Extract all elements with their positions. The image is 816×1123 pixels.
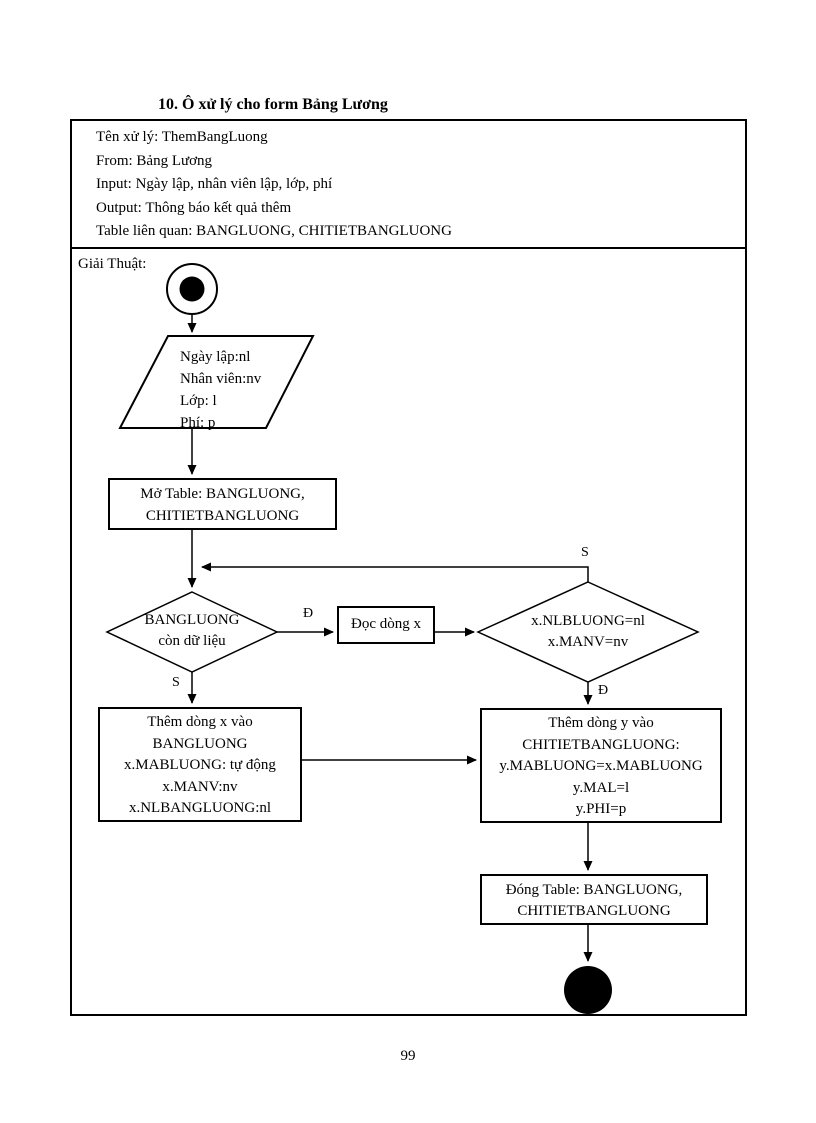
add-x-line: x.MANV:nv [162,778,238,795]
input-parallelogram-text: Ngày lập:nl Nhân viên:nv Lớp: l Phí: p [180,346,261,434]
decision-left-line: BANGLUONG [144,612,240,628]
branch-label-false: S [581,545,589,560]
branch-label-true: Đ [598,683,609,698]
add-x-line: BANGLUONG [152,735,248,752]
close-table-line: Đóng Table: BANGLUONG, [505,882,683,898]
add-x-line: Thêm dòng x vào [147,714,253,730]
input-line: Phí: p [180,415,216,431]
close-table-line: CHITIETBANGLUONG [517,903,671,919]
page-title: 10. Ô xử lý cho form Bảng Lương [158,96,388,113]
process-info-box: Tên xử lý: ThemBangLuong From: Bảng Lươn… [70,119,747,249]
branch-label-true: Đ [303,606,314,621]
input-line: Lớp: l [180,393,217,409]
open-table-line: Mở Table: BANGLUONG, [140,486,305,502]
info-line-input: Input: Ngày lập, nhân viên lập, lớp, phí [96,176,333,192]
flowchart-frame [70,247,747,1016]
read-row-label: Đọc dòng x [351,616,421,632]
info-line-table-lien-quan: Table liên quan: BANGLUONG, CHITIETBANGL… [96,223,452,239]
add-y-line: y.MABLUONG=x.MABLUONG [499,758,703,774]
open-table-line: CHITIETBANGLUONG [145,508,300,524]
algorithm-section-label: Giải Thuật: [78,256,147,272]
add-y-line: y.PHI=p [575,801,627,817]
page-number: 99 [400,1048,416,1064]
add-y-line: y.MAL=l [572,779,630,796]
decision-right-text: x.NLBLUONG=nl x.MANV=nv [478,611,698,653]
branch-label-false: S [172,675,180,690]
open-table-box: Mở Table: BANGLUONG, CHITIETBANGLUONG [108,478,337,530]
info-line-from: From: Bảng Lương [96,152,213,169]
add-x-line: x.NLBANGLUONG:nl [128,800,272,816]
decision-right-line: x.NLBLUONG=nl [531,613,645,629]
decision-right-line: x.MANV=nv [547,634,629,650]
add-row-x-box: Thêm dòng x vào BANGLUONG x.MABLUONG: tự… [98,707,302,822]
add-y-line: CHITIETBANGLUONG: [522,736,680,753]
input-line: Nhân viên:nv [180,371,262,387]
decision-left-line: còn dữ liệu [158,633,226,649]
input-line: Ngày lập:nl [180,349,251,365]
info-line-output: Output: Thông báo kết quả thêm [96,199,292,216]
info-line-ten-xu-ly: Tên xử lý: ThemBangLuong [96,129,268,145]
add-y-line: Thêm dòng y vào [548,715,654,731]
read-row-box: Đọc dòng x [337,606,435,644]
add-x-line: x.MABLUONG: tự động [124,757,276,773]
close-table-box: Đóng Table: BANGLUONG, CHITIETBANGLUONG [480,874,708,925]
decision-left-text: BANGLUONG còn dữ liệu [107,610,277,652]
add-row-y-box: Thêm dòng y vào CHITIETBANGLUONG: y.MABL… [480,708,722,823]
